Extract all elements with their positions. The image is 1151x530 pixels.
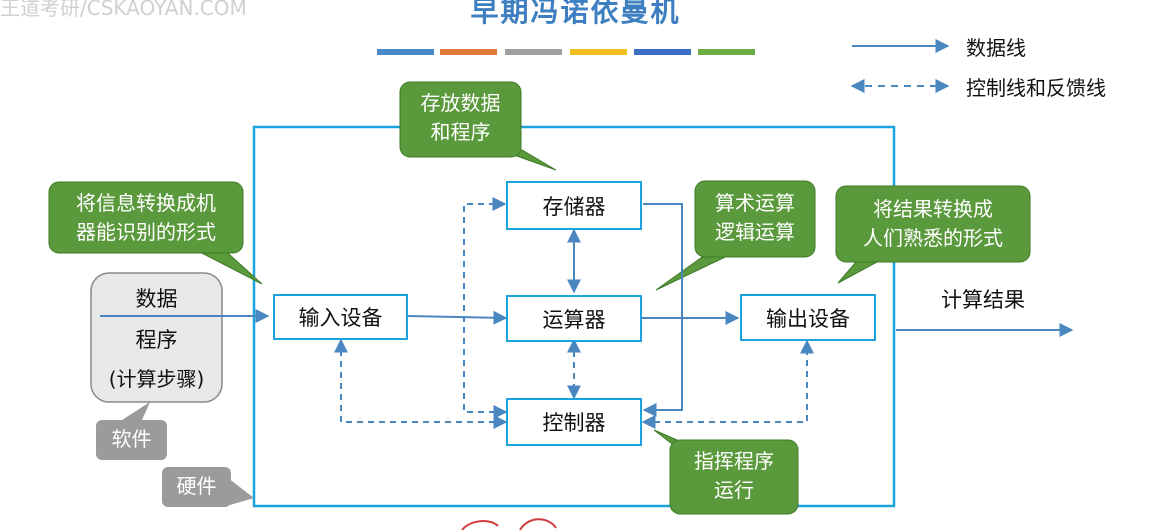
- memory-callout-line2: 和程序: [430, 120, 491, 144]
- software-data-label: 数据: [135, 287, 178, 311]
- output-callout-text: 将结果转换成 人们熟悉的形式: [836, 195, 1030, 253]
- data-line-memory-to-controller: [642, 203, 683, 417]
- controller-callout-line2: 运行: [714, 478, 754, 502]
- memory-callout-line1: 存放数据: [420, 91, 501, 115]
- accent-bar-orange: [440, 49, 497, 55]
- alu-callout-shape: [694, 180, 816, 258]
- output-device-box: 输出设备: [740, 294, 876, 341]
- control-line-controller-to-input: [334, 338, 508, 429]
- legend-control-line-label: 控制线和反馈线: [966, 76, 1106, 100]
- output-callout-line1: 将结果转换成: [873, 197, 993, 221]
- controller-callout-shape: [669, 439, 799, 515]
- software-callout-tail: [122, 402, 150, 420]
- legend-data-line-label: 数据线: [966, 36, 1026, 60]
- alu-callout-line2: 逻辑运算: [715, 220, 795, 244]
- software-callout-text: 软件: [111, 427, 152, 451]
- software-program-label: 程序: [135, 328, 178, 352]
- hardware-callout-tail: [228, 478, 254, 505]
- input-device-box: 输入设备: [273, 294, 408, 340]
- watermark: 王道考研/CSKAOYAN.COM: [0, 0, 247, 20]
- input-callout-line1: 将信息转换成机: [76, 191, 216, 215]
- software-box-shape: [90, 272, 223, 403]
- input-callout-line2: 器能识别的形式: [76, 220, 216, 244]
- data-line-input-to-alu: [407, 310, 508, 325]
- page-title: 早期冯诺依曼机: [470, 0, 681, 28]
- hardware-callout-text: 硬件: [176, 474, 217, 498]
- output-callout-line2: 人们熟悉的形式: [863, 226, 1003, 250]
- accent-bar-darkblue: [634, 49, 691, 55]
- output-callout-shape: [835, 185, 1031, 263]
- controller-callout-line1: 指挥程序: [694, 449, 774, 473]
- accent-bar-green: [698, 49, 755, 55]
- alu-callout-text: 算术运算 逻辑运算: [695, 189, 815, 247]
- result-label: 计算结果: [941, 288, 1025, 312]
- accent-bar-gray: [505, 49, 562, 55]
- controller-box: 控制器: [506, 398, 642, 446]
- input-callout-shape: [48, 181, 244, 254]
- memory-callout-shape: [399, 81, 522, 158]
- accent-bar-yellow: [570, 49, 627, 55]
- memory-box: 存储器: [506, 181, 642, 230]
- hardware-callout-shape: [162, 467, 231, 507]
- input-callout-text: 将信息转换成机 器能识别的形式: [49, 189, 243, 247]
- memory-callout-text: 存放数据 和程序: [400, 89, 521, 147]
- accent-bar-blue: [377, 49, 434, 55]
- control-line-controller-to-memory: [463, 197, 508, 419]
- alu-callout-line1: 算术运算: [715, 191, 795, 215]
- software-callout-shape: [96, 420, 167, 460]
- software-steps-label: (计算步骤): [108, 367, 205, 391]
- controller-callout-text: 指挥程序 运行: [670, 447, 798, 505]
- alu-box: 运算器: [506, 295, 642, 342]
- red-scribble: [461, 518, 557, 530]
